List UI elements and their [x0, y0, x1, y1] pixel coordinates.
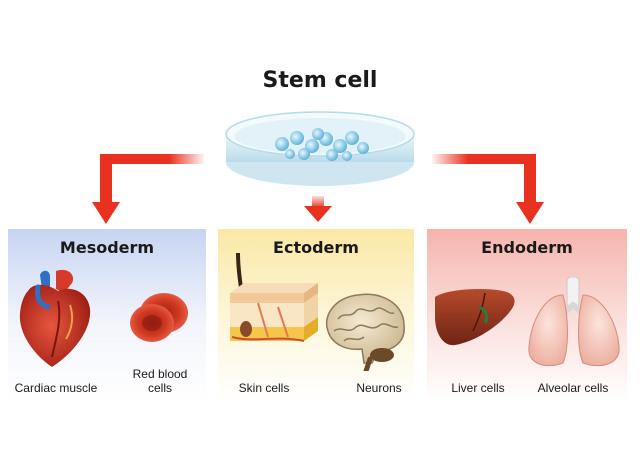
liver-icon: [435, 289, 515, 346]
endoderm-heading: Endoderm: [481, 238, 573, 257]
red-blood-cell-icon: [130, 293, 188, 342]
diagram-title: Stem cell: [262, 68, 378, 93]
skin-icon: [230, 253, 318, 342]
mesoderm-panel: Mesoderm Cardiac muscle Red blood cells: [8, 229, 206, 402]
endoderm-panel: Endoderm Liver cells Alveolar cells: [427, 229, 627, 402]
petri-dish-icon: [225, 111, 415, 186]
arrow-to-ectoderm: [304, 196, 332, 222]
label-alveolar-cells: Alveolar cells: [537, 381, 609, 395]
label-liver-cells: Liver cells: [451, 381, 505, 395]
lungs-icon: [528, 277, 620, 367]
label-neurons: Neurons: [356, 381, 402, 395]
label-red-blood-cells: Red blood cells: [132, 367, 188, 395]
ectoderm-heading: Ectoderm: [273, 238, 359, 257]
brain-icon: [325, 293, 405, 371]
arrow-to-mesoderm: [92, 154, 204, 224]
mesoderm-heading: Mesoderm: [59, 238, 155, 257]
arrow-to-endoderm: [432, 154, 544, 224]
ectoderm-panel: Ectoderm Skin cells Neurons: [218, 229, 414, 402]
heart-icon: [19, 269, 91, 367]
label-skin-cells: Skin cells: [238, 381, 290, 395]
label-cardiac-muscle: Cardiac muscle: [14, 381, 98, 395]
